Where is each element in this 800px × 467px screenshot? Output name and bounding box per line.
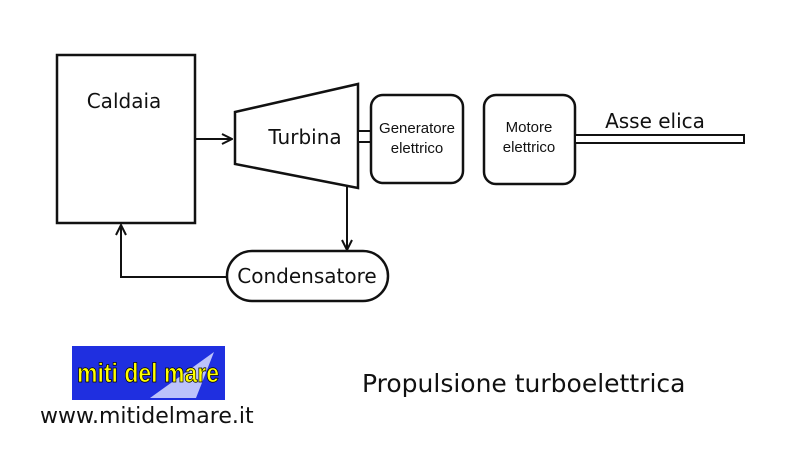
diagram-caption: Propulsione turboelettrica: [362, 369, 686, 398]
turbine-shape: [233, 82, 360, 190]
generator-label-line1: Generatore: [379, 120, 455, 137]
boiler-box: [55, 53, 197, 225]
condenser-label: Condensatore: [237, 264, 376, 288]
condenser-to-boiler-arrow: [121, 225, 227, 278]
motor-label-line1: Motore: [506, 119, 553, 136]
turbine-label: Turbina: [267, 125, 341, 149]
generator-box: [369, 93, 465, 185]
logo-sail-shape: [150, 352, 214, 398]
shaft-label: Asse elica: [605, 109, 705, 133]
logo-text: miti del mare: [77, 358, 219, 388]
generator-label-line2: elettrico: [391, 140, 444, 157]
boiler-label: Caldaia: [87, 89, 162, 113]
logo: miti del mare: [72, 346, 225, 400]
motor-label-line2: elettrico: [503, 139, 556, 156]
propeller-shaft: [574, 134, 745, 144]
website-url[interactable]: www.mitidelmare.it: [40, 404, 254, 429]
